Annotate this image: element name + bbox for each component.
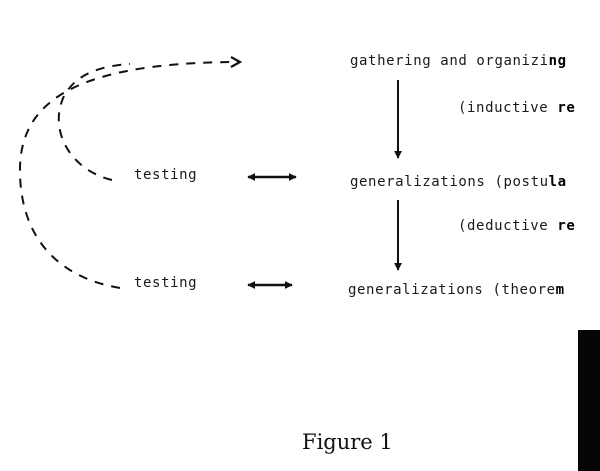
postulates-label: generalizations (postula (350, 174, 567, 190)
testing-label-upper: testing (134, 167, 198, 183)
inner-feedback-dashed-arc (57, 63, 131, 181)
gathering-cut-text: ng (548, 53, 567, 69)
postulates-cut-text: la (548, 174, 567, 190)
inductive-label: (inductive re (458, 100, 576, 116)
outer-feedback-dashed-arrow (18, 62, 240, 289)
figure-caption: Figure 1 (302, 430, 393, 454)
theorems-cut-text: m (555, 282, 565, 298)
scan-edge-shadow (578, 330, 600, 471)
theorems-label: generalizations (theorem (348, 282, 565, 298)
inductive-cut-text: re (557, 100, 576, 116)
deductive-label: (deductive re (458, 218, 576, 234)
deductive-cut-text: re (557, 218, 576, 234)
gathering-label: gathering and organizing (350, 53, 567, 69)
testing-label-lower: testing (134, 275, 198, 291)
